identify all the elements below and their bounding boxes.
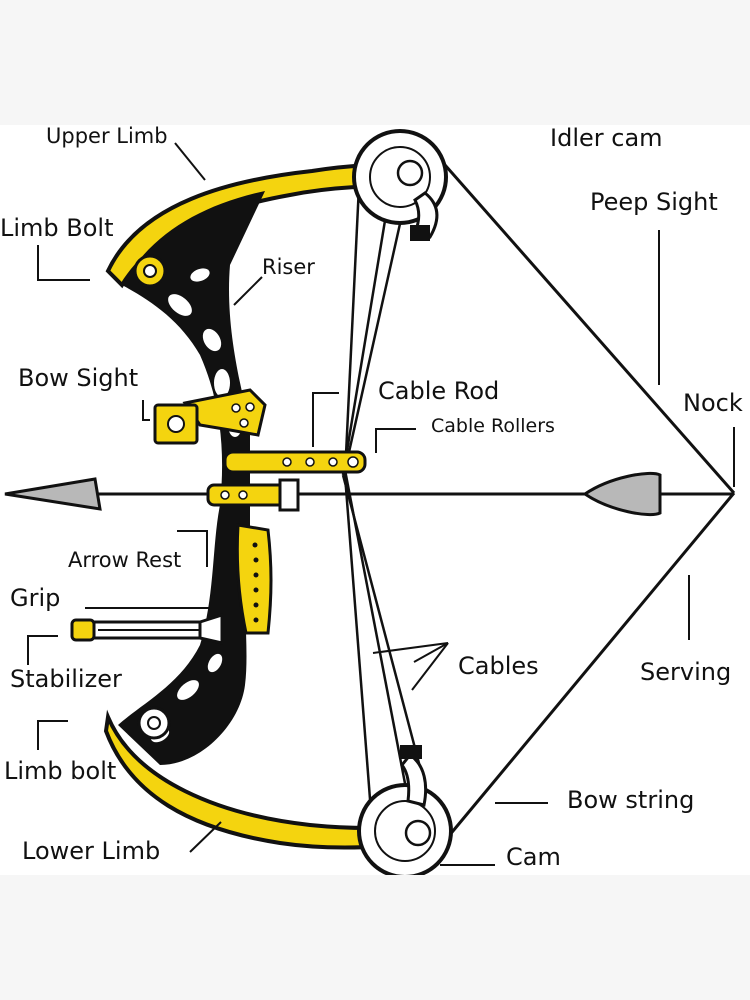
label-cable-rod: Cable Rod [378, 377, 500, 405]
label-idler-cam: Idler cam [550, 124, 663, 152]
idler-cam [352, 129, 448, 241]
label-nock: Nock [683, 389, 743, 417]
lower-cam [357, 745, 453, 875]
arrow-rest [206, 478, 300, 512]
stabilizer [70, 612, 224, 645]
label-serving: Serving [640, 658, 732, 686]
label-grip: Grip [10, 584, 61, 612]
label-limb-bolt-upper: Limb Bolt [0, 214, 114, 242]
cable-rod [223, 450, 367, 474]
label-lower-limb: Lower Limb [22, 837, 161, 865]
bow-string [443, 164, 736, 838]
label-upper-limb: Upper Limb [46, 124, 168, 148]
label-riser: Riser [262, 255, 315, 279]
riser [118, 191, 265, 765]
arrow [4, 471, 734, 517]
leader-lines [27, 142, 735, 866]
label-limb-bolt-lower: Limb bolt [4, 757, 117, 785]
bow-sight [153, 388, 267, 445]
label-stabilizer: Stabilizer [10, 665, 122, 693]
diagram-canvas: Upper Limb Idler cam Limb Bolt Peep Sigh… [0, 125, 750, 875]
label-bow-string: Bow string [567, 786, 695, 814]
label-arrow-rest: Arrow Rest [68, 548, 182, 572]
label-cables: Cables [458, 652, 539, 680]
grip [235, 523, 273, 635]
label-cable-rollers: Cable Rollers [431, 415, 555, 437]
compound-bow-illustration [4, 129, 736, 875]
label-cam: Cam [506, 843, 561, 871]
label-bow-sight: Bow Sight [18, 364, 139, 392]
label-peep-sight: Peep Sight [590, 188, 718, 216]
